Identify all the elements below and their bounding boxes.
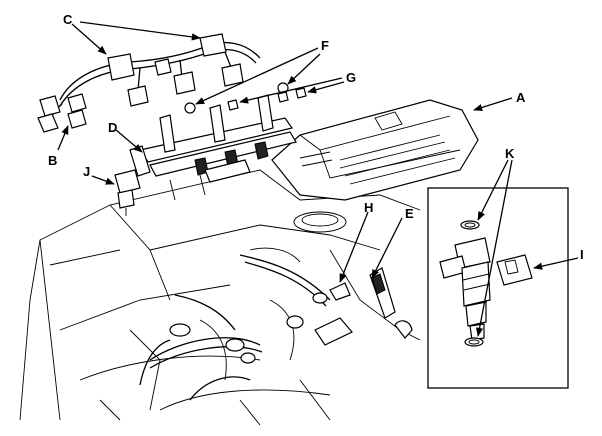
callout-b: B: [48, 153, 57, 168]
hoses: [139, 254, 331, 401]
callout-f: F: [321, 38, 329, 53]
wire-harness: [37, 33, 261, 133]
callout-h: H: [364, 200, 373, 215]
injector-detail-inset: [427, 187, 569, 389]
leader-lines: [57, 21, 579, 337]
callout-a: A: [516, 90, 526, 105]
injector-j: [114, 169, 141, 216]
callout-d: D: [108, 120, 117, 135]
mounting-hardware: [184, 82, 307, 114]
callout-c: C: [63, 12, 73, 27]
engine-cover: [271, 99, 479, 201]
fuel-rail: [129, 94, 297, 201]
callout-k: K: [505, 146, 515, 161]
intake-ports: [169, 267, 413, 364]
callout-e: E: [405, 206, 414, 221]
callout-g: G: [346, 70, 356, 85]
callout-j: J: [83, 164, 90, 179]
engine-block: [19, 169, 421, 426]
callout-i: I: [580, 247, 584, 262]
